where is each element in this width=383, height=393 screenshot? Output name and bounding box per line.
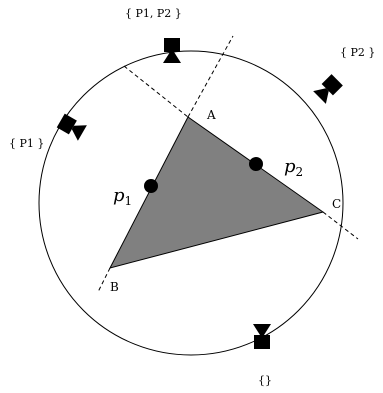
vertex-a-label: A (206, 108, 216, 122)
triangle-abc (109, 116, 325, 269)
camera-left-label: { P1 } (9, 137, 44, 150)
camera-top-right-label: { P2 } (340, 46, 375, 59)
vertex-b-label: B (110, 280, 119, 294)
camera-bottom-label: {} (258, 374, 272, 387)
point-p1-label: p1 (113, 185, 132, 208)
dashed-line-ac-extension (322, 211, 359, 240)
point-p2-marker (249, 157, 263, 171)
camera-icon (163, 38, 181, 63)
outer-circle (38, 50, 344, 356)
point-p1-marker (144, 179, 158, 193)
camera-icon (253, 324, 271, 349)
point-p2-label: p2 (284, 156, 303, 179)
camera-icon (313, 73, 344, 104)
camera-top-label: { P1, P2 } (125, 7, 182, 20)
dashed-line-ab-extension (97, 267, 111, 293)
vertex-c-label: C (332, 197, 341, 211)
dashed-line-top-left (123, 65, 189, 118)
camera-icon (56, 112, 87, 141)
dashed-line-top-right (187, 35, 234, 118)
